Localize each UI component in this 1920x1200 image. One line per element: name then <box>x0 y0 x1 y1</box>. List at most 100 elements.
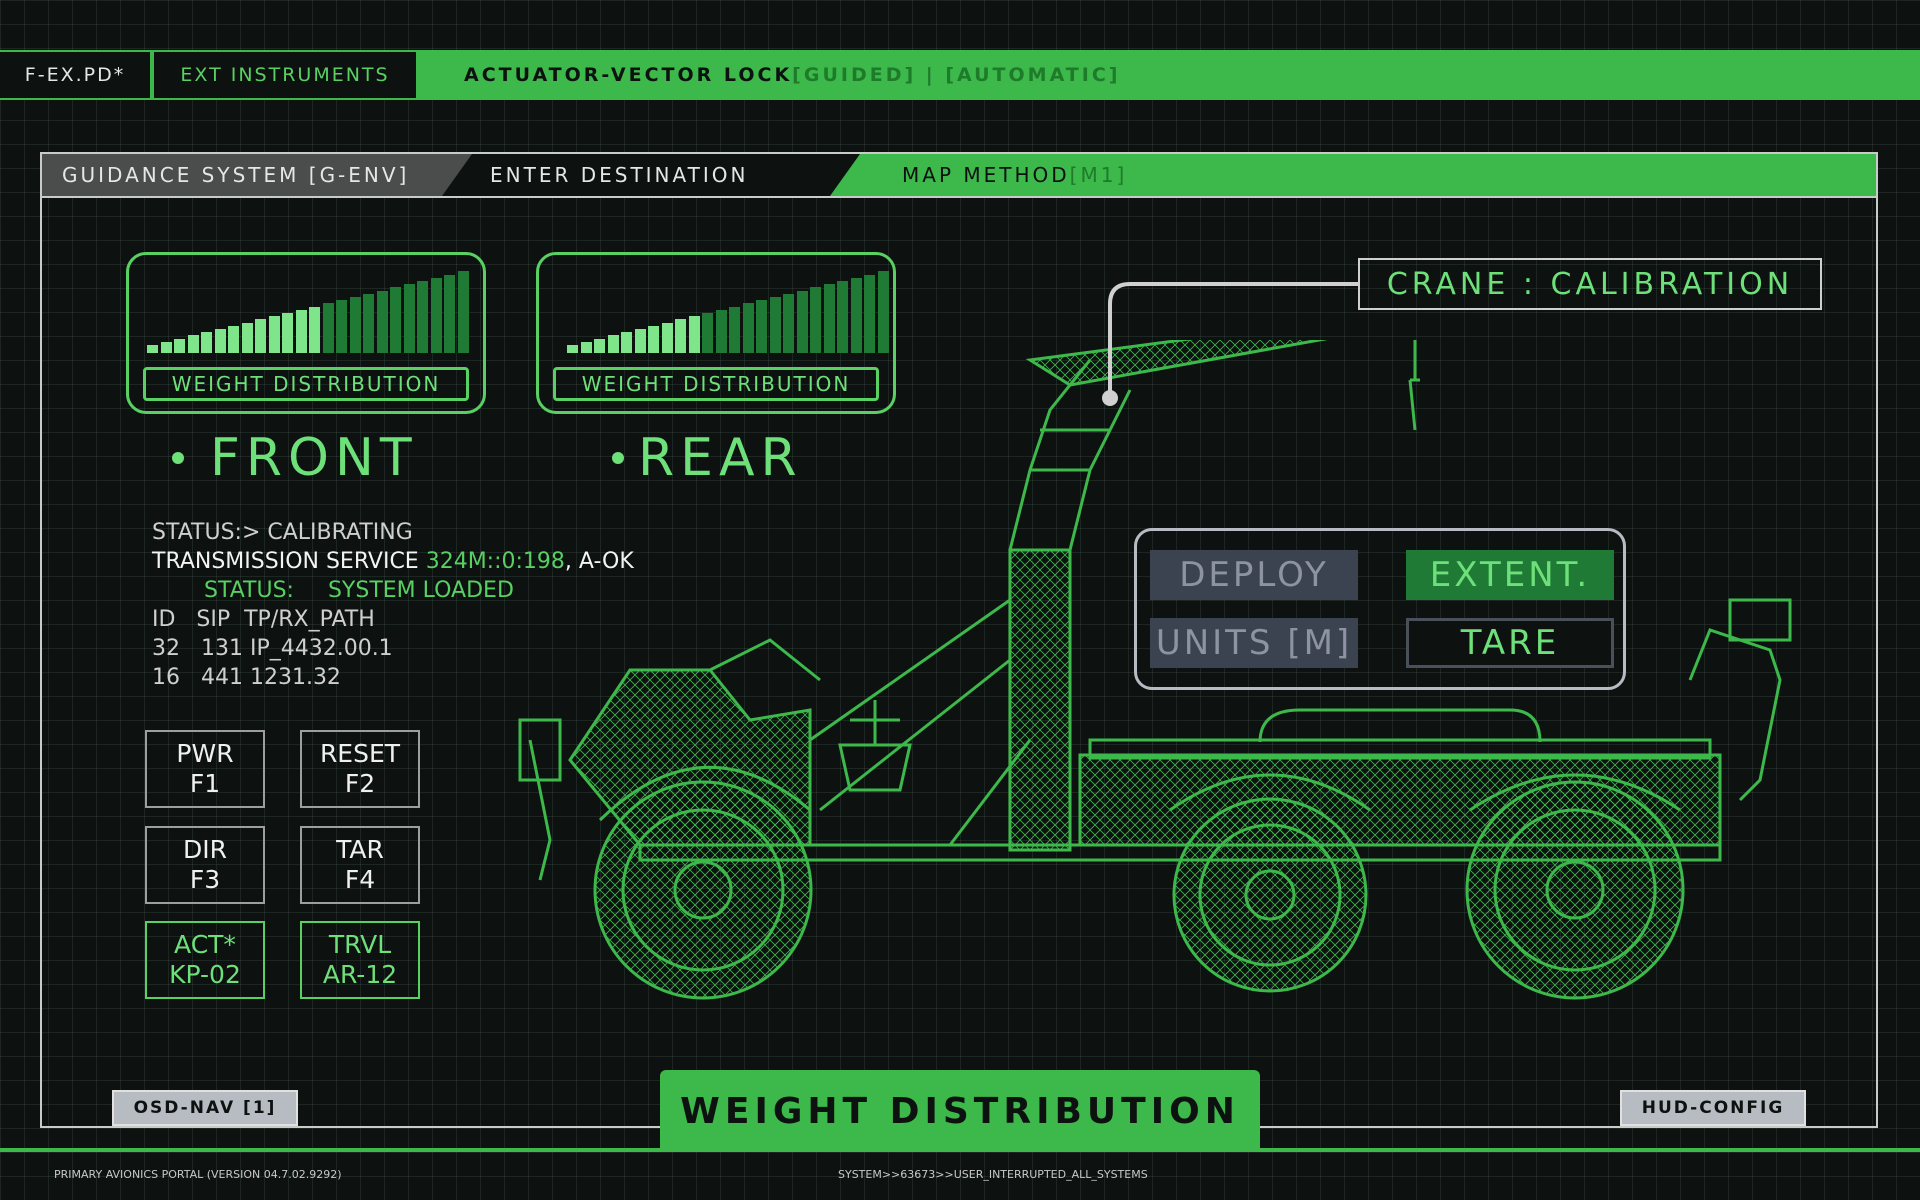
meter-bar <box>756 300 767 353</box>
fkey-label: PWR <box>176 739 234 768</box>
front-side-label: FRONT <box>172 428 418 488</box>
tab-map-method[interactable]: MAP METHOD [M1] <box>902 154 1127 196</box>
meter-bar <box>648 325 659 353</box>
osd-nav-button[interactable]: OSD-NAV [1] <box>112 1090 298 1126</box>
meter-bar <box>174 338 185 353</box>
meter-bar <box>580 341 592 353</box>
meter-bar <box>796 290 808 353</box>
meter-bar <box>823 284 835 353</box>
meter-bar <box>214 329 226 353</box>
fkey-label: RESET <box>319 739 401 768</box>
meter-bar <box>187 335 199 353</box>
status-table-header: ID SIP TP/RX_PATH <box>152 607 375 632</box>
header-map-method-bg <box>830 154 1876 196</box>
top-title: ACTUATOR-VECTOR LOCK [GUIDED] | [AUTOMAT… <box>464 50 1120 100</box>
fkey-label: DIR <box>183 835 227 864</box>
loaded-label: STATUS: <box>204 578 294 603</box>
meter-bar <box>349 297 361 353</box>
tab-guidance-system[interactable]: GUIDANCE SYSTEM [G-ENV] <box>62 163 410 187</box>
meter-bar <box>282 313 293 353</box>
fkey-label: TAR <box>336 835 384 864</box>
meter-bar <box>850 277 862 353</box>
meter-bar <box>322 303 334 353</box>
weight-distribution-title: WEIGHT DISTRIBUTION <box>660 1070 1260 1152</box>
front-weight-box: WEIGHT DISTRIBUTION <box>126 252 486 414</box>
fkey-code: F3 <box>189 865 221 894</box>
tare-button[interactable]: TARE <box>1406 618 1614 668</box>
ext-instruments-tab[interactable]: EXT INSTRUMENTS <box>154 52 416 98</box>
meter-bar <box>594 338 605 353</box>
meter-bar <box>309 306 320 353</box>
rear-weight-meter <box>567 269 889 353</box>
meter-bar <box>390 287 401 353</box>
file-tab[interactable]: F-EX.PD* <box>0 52 150 98</box>
meter-bar <box>742 303 754 353</box>
meter-bar <box>634 329 646 353</box>
rear-side-label: REAR <box>612 428 803 488</box>
rear-dot-icon <box>612 452 624 464</box>
transmission-code: 324M::0:198 <box>425 549 565 574</box>
meter-bar <box>430 277 442 353</box>
deploy-button[interactable]: DEPLOY <box>1150 550 1358 600</box>
act-kp02-button[interactable]: ACT*KP-02 <box>145 921 265 999</box>
fkey-label: ACT* <box>174 930 236 959</box>
meter-bar <box>661 322 673 353</box>
crane-control-panel <box>1134 528 1626 690</box>
front-side-text: FRONT <box>210 428 418 488</box>
meter-bar <box>403 284 415 353</box>
rear-side-text: REAR <box>638 428 803 488</box>
meter-bar <box>201 332 212 353</box>
fkey-code: KP-02 <box>169 960 241 989</box>
fkey-code: AR-12 <box>322 960 398 989</box>
hud-config-button[interactable]: HUD-CONFIG <box>1620 1090 1806 1126</box>
meter-bar <box>702 313 713 353</box>
meter-bar <box>783 293 794 353</box>
footer-system-message: SYSTEM>>63673>>USER_INTERRUPTED_ALL_SYST… <box>838 1168 1148 1181</box>
front-weight-label: WEIGHT DISTRIBUTION <box>143 367 469 401</box>
meter-bar <box>295 309 307 353</box>
fkey-code: F1 <box>189 769 221 798</box>
meter-bar <box>688 316 700 353</box>
meter-bar <box>363 293 374 353</box>
header-destination-bg <box>440 154 860 196</box>
meter-bar <box>457 271 469 353</box>
meter-bar <box>376 290 388 353</box>
meter-bar <box>607 335 619 353</box>
crane-calibration-callout: CRANE : CALIBRATION <box>1358 258 1822 310</box>
front-weight-meter <box>147 269 469 353</box>
fkey-code: F4 <box>344 865 376 894</box>
map-method-value: [M1] <box>1069 163 1128 187</box>
meter-bar <box>255 319 266 353</box>
extent-button[interactable]: EXTENT. <box>1406 550 1614 600</box>
meter-bar <box>864 274 875 353</box>
header-guidance-bg <box>42 154 472 196</box>
header-divider <box>42 196 1876 198</box>
top-title-main: ACTUATOR-VECTOR LOCK <box>464 64 793 86</box>
units-button[interactable]: UNITS [M] <box>1150 618 1358 668</box>
meter-bar <box>444 274 455 353</box>
transmission-label: TRANSMISSION SERVICE <box>152 549 426 574</box>
tab-enter-destination[interactable]: ENTER DESTINATION <box>490 163 749 187</box>
status-line-transmission: TRANSMISSION SERVICE 324M::0:198, A-OK <box>152 549 634 574</box>
meter-bar <box>769 297 781 353</box>
callout-leader-line <box>1102 282 1358 406</box>
crane-vehicle-wireframe <box>518 340 1792 1000</box>
meter-bar <box>228 325 239 353</box>
meter-bar <box>715 309 727 353</box>
status-line-calibrating: STATUS:> CALIBRATING <box>152 520 413 545</box>
meter-bar <box>567 345 578 353</box>
rear-weight-box: WEIGHT DISTRIBUTION <box>536 252 896 414</box>
fkey-code: F2 <box>344 769 376 798</box>
loaded-value: SYSTEM LOADED <box>327 578 514 603</box>
meter-bar <box>877 271 889 353</box>
meter-bar <box>160 341 172 353</box>
meter-bar <box>729 306 740 353</box>
meter-bar <box>417 281 428 353</box>
meter-bar <box>268 316 280 353</box>
status-line-loaded: STATUS: SYSTEM LOADED <box>204 578 514 603</box>
